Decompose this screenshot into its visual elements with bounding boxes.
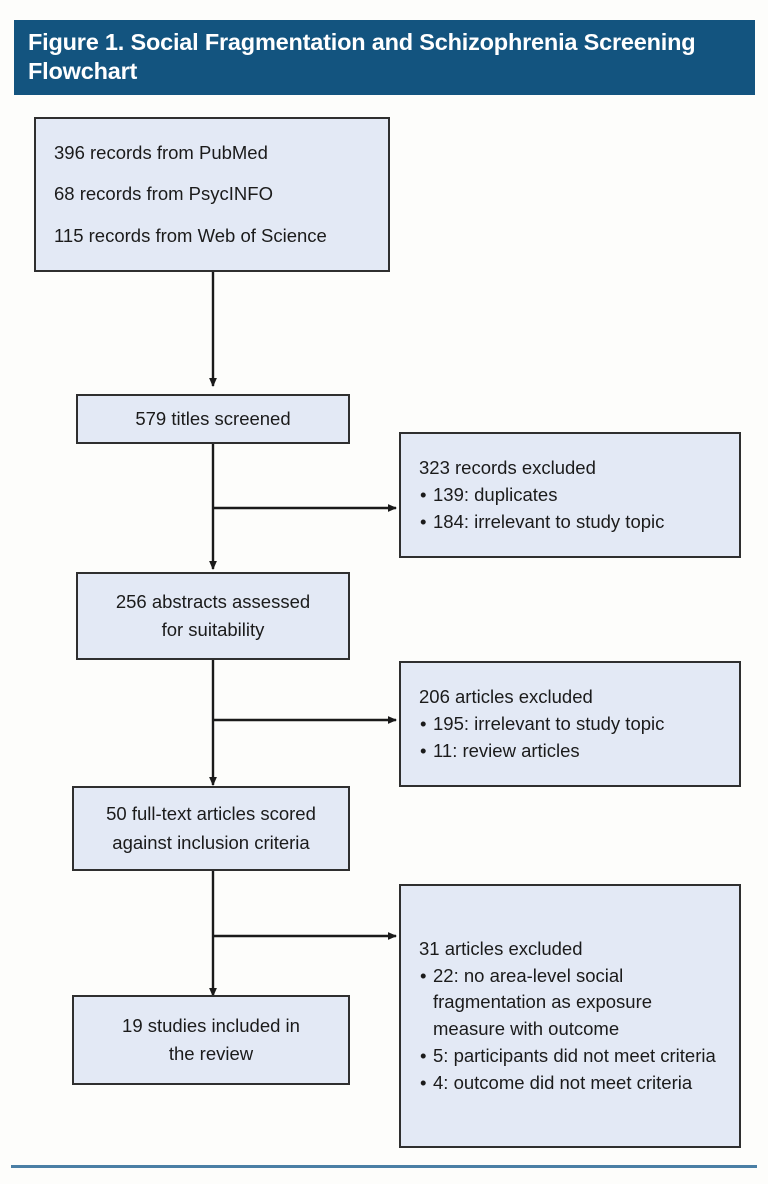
excluded-fulltext-heading: 31 articles excluded [419, 937, 583, 959]
box-studies-included: 19 studies included in the review [72, 995, 350, 1085]
list-item: 4: outcome did not meet criteria [419, 1070, 721, 1097]
box-fulltext-scored: 50 full-text articles scored against inc… [72, 786, 350, 871]
fulltext-line-2: against inclusion criteria [112, 831, 310, 853]
excluded-abstracts-heading: 206 articles excluded [419, 685, 593, 707]
fulltext-line-1: 50 full-text articles scored [106, 803, 316, 825]
excluded-titles-list: 139: duplicates 184: irrelevant to study… [419, 482, 721, 536]
abstracts-line-2: for suitability [161, 619, 265, 640]
sources-line-2: 68 records from PsycINFO [54, 183, 273, 205]
excluded-fulltext-list: 22: no area-level social fragmentation a… [419, 963, 721, 1097]
list-item: 139: duplicates [419, 482, 721, 509]
box-records-identified: 396 records from PubMed 68 records from … [34, 117, 390, 272]
box-records-excluded-titles: 323 records excluded 139: duplicates 184… [399, 432, 741, 558]
list-item: 184: irrelevant to study topic [419, 509, 721, 536]
box-titles-screened: 579 titles screened [76, 394, 350, 444]
page-title: Figure 1. Social Fragmentation and Schiz… [28, 29, 696, 84]
excluded-titles-heading: 323 records excluded [419, 456, 596, 478]
included-line-2: the review [168, 1043, 254, 1064]
sources-line-1: 396 records from PubMed [54, 142, 268, 164]
list-item: 195: irrelevant to study topic [419, 711, 721, 738]
box-articles-excluded-fulltext: 31 articles excluded 22: no area-level s… [399, 884, 741, 1148]
included-line-1: 19 studies included in [122, 1014, 300, 1036]
figure-header-banner: Figure 1. Social Fragmentation and Schiz… [14, 20, 755, 95]
list-item: 22: no area-level social fragmentation a… [419, 963, 721, 1042]
footer-divider [11, 1165, 757, 1168]
list-item: 11: review articles [419, 738, 721, 765]
screened-line-1: 579 titles screened [135, 407, 291, 429]
box-abstracts-assessed: 256 abstracts assessed for suitability [76, 572, 350, 660]
abstracts-line-1: 256 abstracts assessed [115, 590, 311, 612]
box-articles-excluded-abstracts: 206 articles excluded 195: irrelevant to… [399, 661, 741, 787]
sources-line-3: 115 records from Web of Science [54, 224, 327, 246]
excluded-abstracts-list: 195: irrelevant to study topic 11: revie… [419, 711, 721, 765]
list-item: 5: participants did not meet criteria [419, 1043, 721, 1070]
